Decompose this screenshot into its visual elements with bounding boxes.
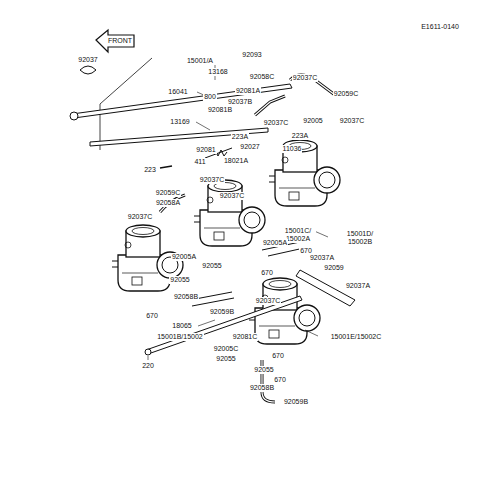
callout-number: 92093: [241, 51, 262, 59]
callout-number: 11036: [282, 145, 303, 153]
callout-number: 92059B: [209, 308, 235, 316]
callout-number: 670: [273, 376, 287, 384]
callout-number: E1611-0140: [420, 23, 460, 31]
callout-number: 92037B: [227, 98, 253, 106]
callout-number: 92058B: [173, 293, 199, 301]
callout-number: 92081B: [207, 106, 233, 114]
callout-number: 92055: [215, 355, 236, 363]
callout-number: 92005: [302, 117, 323, 125]
callout-number: 92081C: [232, 333, 259, 341]
callout-number: 92081A: [235, 87, 261, 95]
callout-number: 220: [141, 362, 155, 370]
callout-number: 92055: [253, 366, 274, 374]
callout-number: 92037C: [127, 213, 154, 221]
callout-number: 92037C: [263, 119, 290, 127]
callout-number: 15001/A: [186, 57, 214, 65]
callout-number: 15001B/15002: [156, 333, 204, 341]
callout-number: 92055: [169, 276, 190, 284]
callout-number: 92037C: [255, 297, 282, 305]
callout-number: 223: [143, 166, 157, 174]
callout-number: 92059C: [155, 189, 182, 197]
callout-number: FRONT: [107, 37, 133, 45]
callout-number: 411: [193, 158, 206, 166]
callout-number: 92037C: [199, 176, 226, 184]
callout-number: 15001E/15002C: [330, 333, 383, 341]
callout-number: 92037A: [309, 254, 335, 262]
callout-number: 92005A: [262, 239, 288, 247]
callout-number: 223A: [231, 133, 249, 141]
callout-number: 92058A: [155, 199, 181, 207]
callout-number: 92005C: [213, 345, 240, 353]
callout-number: 92058C: [249, 73, 276, 81]
callout-number: 92059B: [283, 398, 309, 406]
callout-number: 92058B: [249, 384, 275, 392]
callout-number: 15001D/ 15002B: [342, 230, 378, 246]
callout-number: 92027: [239, 143, 260, 151]
callout-number: 670: [145, 312, 159, 320]
callout-number: 92059: [323, 264, 344, 272]
callout-number: 13169: [169, 118, 190, 126]
callout-number: 92037C: [292, 74, 319, 82]
callout-number: 18021A: [223, 157, 249, 165]
callout-number: 223A: [291, 132, 309, 140]
callout-number: 800: [203, 93, 217, 101]
callout-number: 670: [271, 352, 285, 360]
callout-number: 13168: [207, 68, 228, 76]
callout-number: 670: [260, 269, 274, 277]
callout-number: 92005A: [171, 253, 197, 261]
callout-number: 18065: [171, 322, 192, 330]
callout-number: 92081: [195, 146, 216, 154]
callout-number: 92059C: [333, 90, 360, 98]
callout-number: 92037C: [339, 117, 366, 125]
callout-number: 92055: [201, 262, 222, 270]
callout-number: 16041: [167, 88, 188, 96]
callout-number: 92037C: [219, 192, 246, 200]
callout-number: 92037A: [345, 282, 371, 290]
callout-number: 92037: [77, 56, 98, 64]
